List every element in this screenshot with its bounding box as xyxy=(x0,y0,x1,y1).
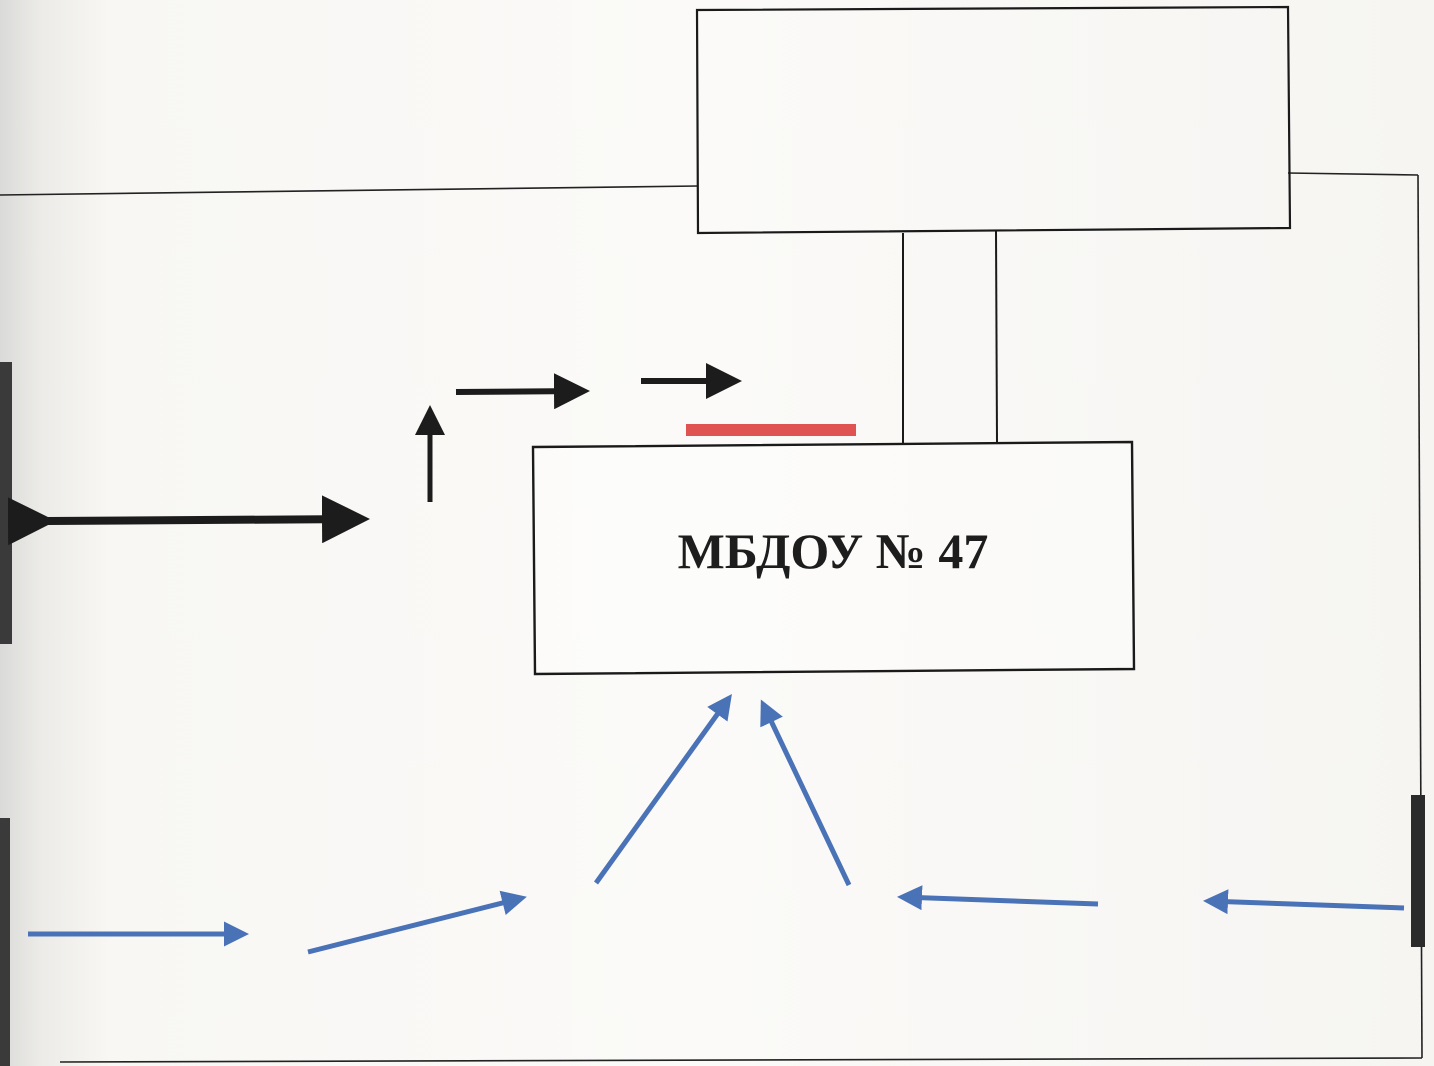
right-edge-bar xyxy=(1411,795,1425,947)
pedestrian-arrow-5 xyxy=(897,885,1099,911)
left-edge-bar-lower xyxy=(0,818,10,1066)
boundary-top-left-line xyxy=(0,185,699,196)
main-building-box xyxy=(531,440,1136,676)
adjacent-building-box xyxy=(695,5,1292,235)
boundary-top-right-line xyxy=(1287,172,1419,176)
pedestrian-arrow-4 xyxy=(760,699,852,887)
pedestrian-arrow-2 xyxy=(307,890,527,955)
vehicle-two-way-arrow xyxy=(7,495,370,546)
entrance-highlight-bar xyxy=(686,424,856,436)
vehicle-right-arrow-1 xyxy=(455,373,590,410)
pedestrian-arrow-3 xyxy=(593,693,732,885)
pedestrian-route xyxy=(28,693,1405,955)
connector-line-right xyxy=(995,230,998,443)
vehicle-route xyxy=(7,363,742,546)
main-building-label: МБДОУ № 47 xyxy=(678,523,989,579)
boundary-bottom-line xyxy=(59,1057,1423,1063)
left-edge-bar-upper xyxy=(0,362,12,644)
pedestrian-arrow-6 xyxy=(1203,889,1405,915)
